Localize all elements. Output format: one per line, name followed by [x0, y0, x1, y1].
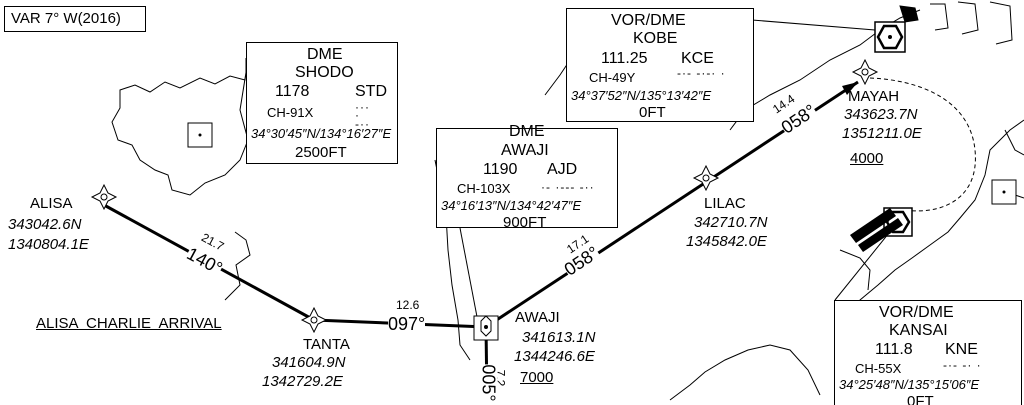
arrowhead-mayah	[842, 82, 858, 95]
navaid-elev-awaji: 900FT	[503, 214, 547, 231]
fix-symbol-lilac	[692, 164, 720, 192]
navaid-elev-kobe: 0FT	[639, 104, 666, 121]
morse-code-shodo: ····-··	[355, 100, 370, 131]
fix-name-alisa: ALISA	[30, 195, 73, 212]
coastline-ridge	[224, 231, 251, 301]
fix-lat-tanta: 341604.9N	[272, 354, 346, 371]
fix-symbol-tanta	[300, 306, 328, 334]
fix-alt-awaji: 7000	[520, 369, 554, 386]
vordme-symbol-kobe	[874, 21, 906, 53]
fix-name-awaji: AWAJI	[515, 309, 560, 326]
navaid-freq-kansai: 111.8	[875, 341, 913, 358]
variation-label: VAR 7° W(2016)	[11, 10, 121, 27]
fix-lon-tanta: 1342729.2E	[262, 373, 343, 390]
kansai-runway	[850, 208, 903, 252]
fix-name-lilac: LILAC	[704, 195, 746, 212]
navaid-type-shodo: DME	[307, 46, 343, 63]
navaid-coords-awaji: 34°16′13″N/134°42′47″E	[441, 198, 582, 213]
navaid-coords-shodo: 34°30′45″N/134°16′27″E	[251, 126, 392, 141]
navaid-channel-shodo: CH-91X	[267, 105, 314, 120]
navaid-elev-kansai: 0FT	[907, 393, 934, 405]
fix-lat-lilac: 342710.7N	[694, 214, 768, 231]
navaid-ident-awaji: AJD	[547, 161, 578, 178]
navaid-ident-kobe: KCE	[681, 50, 714, 67]
morse-code-awaji: ·- ·--- -··	[541, 180, 595, 194]
navaid-name-kansai: KANSAI	[889, 322, 948, 339]
navaid-elev-shodo: 2500FT	[295, 144, 347, 161]
fix-lon-lilac: 1345842.0E	[686, 233, 767, 250]
navaid-channel-awaji: CH-103X	[457, 181, 511, 196]
coastline-east-right	[1004, 129, 1024, 156]
navaid-box-shodo: DME SHODO 1178 STD CH-91X ····-·· 34°30′…	[246, 42, 398, 164]
fix-alt-mayah: 4000	[850, 150, 884, 167]
navaid-ident-kansai: KNE	[945, 341, 978, 358]
navaid-freq-awaji: 1190	[483, 161, 518, 178]
leg-dist-tanta-awaji: 12.6	[396, 298, 420, 312]
dme-symbol-awaji	[473, 315, 499, 341]
dme-symbol-shodo	[187, 122, 213, 148]
fix-lon-awaji: 1344246.6E	[514, 348, 595, 365]
fix-lat-mayah: 343623.7N	[844, 106, 918, 123]
fix-lat-alisa: 343042.6N	[8, 216, 82, 233]
leader-kansai	[834, 227, 894, 301]
navaid-channel-kobe: CH-49Y	[589, 70, 636, 85]
navaid-name-kobe: KOBE	[633, 30, 678, 47]
fix-symbol-alisa	[90, 183, 118, 211]
navaid-name-awaji: AWAJI	[501, 142, 549, 159]
procedure-title: ALISA CHARLIE ARRIVAL	[36, 315, 222, 332]
leg-course-awaji-south: 005°	[478, 364, 499, 402]
navaid-box-kobe: VOR/DME KOBE 111.25 KCE CH-49Y -·- -·-· …	[566, 8, 754, 122]
navaid-coords-kansai: 34°25′48″N/135°15′06″E	[839, 377, 980, 392]
leader-awaji-navaid	[459, 227, 479, 323]
morse-code-kobe: -·- -·-· ·	[677, 66, 726, 80]
navaid-channel-kansai: CH-55X	[855, 361, 902, 376]
coastline-shodo	[111, 59, 249, 196]
navaid-box-awaji: DME AWAJI 1190 AJD CH-103X ·- ·--- -·· 3…	[436, 124, 618, 231]
navaid-type-kobe: VOR/DME	[611, 12, 686, 29]
navaid-type-awaji: DME	[509, 123, 545, 140]
fix-symbol-mayah	[851, 58, 879, 86]
dashed-route	[869, 77, 976, 212]
fix-lat-awaji: 341613.1N	[522, 329, 596, 346]
leg-course-tanta-awaji: 097°	[388, 314, 426, 334]
navaid-ident-shodo: STD	[355, 83, 387, 100]
fix-name-mayah: MAYAH	[848, 88, 900, 105]
facility-square-east	[991, 179, 1017, 205]
coastline-kansai-shore	[839, 249, 871, 291]
coastline-osaka	[844, 119, 1024, 319]
leader-kobe	[751, 19, 876, 31]
fix-name-tanta: TANTA	[303, 336, 350, 353]
navaid-type-kansai: VOR/DME	[879, 304, 954, 321]
morse-code-kansai: -·- -· ·	[943, 358, 982, 372]
fix-lon-alisa: 1340804.1E	[8, 236, 89, 253]
coastline-south	[669, 344, 821, 401]
navaid-box-kansai: VOR/DME KANSAI 111.8 KNE CH-55X -·- -· ·…	[834, 300, 1022, 405]
navaid-freq-kobe: 111.25	[601, 50, 648, 67]
variation-box: VAR 7° W(2016)	[4, 6, 146, 32]
navaid-name-shodo: SHODO	[295, 64, 354, 81]
navaid-freq-shodo: 1178	[275, 83, 310, 100]
kobe-airport-area	[899, 1, 1013, 45]
navaid-coords-kobe: 34°37′52″N/135°13′42″E	[571, 88, 712, 103]
fix-lon-mayah: 1351211.0E	[842, 125, 922, 142]
